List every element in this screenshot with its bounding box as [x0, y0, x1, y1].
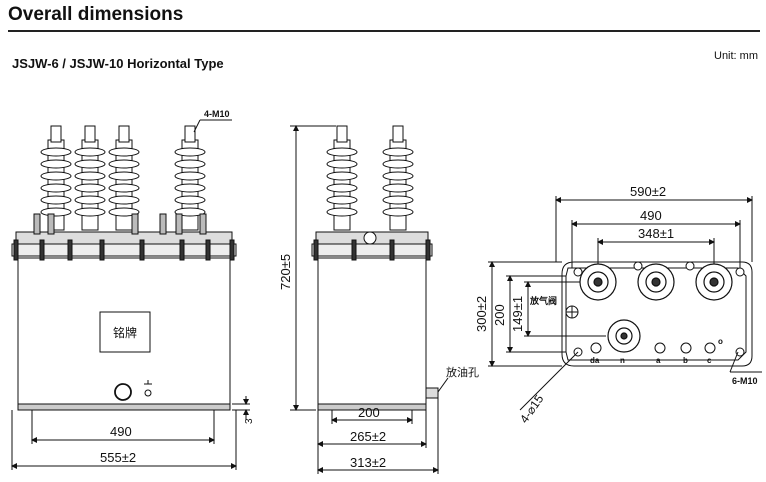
nameplate-label: 铭牌 [113, 325, 137, 340]
front-top-flange [11, 243, 237, 257]
dim-720: 720±5 [278, 254, 293, 290]
side-tank-body [317, 257, 427, 407]
dim-490-top: 490 [640, 208, 662, 223]
nameplate-box [99, 311, 151, 353]
drain-hole-label: 放油孔 [446, 365, 479, 379]
terminal-a: a [656, 356, 661, 365]
dim-313: 313±2 [350, 455, 386, 470]
bolts-label: 6-M10 [732, 376, 758, 386]
dim-490-front: 490 [110, 424, 132, 439]
front-view [11, 119, 250, 470]
dim-3: 3 [244, 418, 255, 424]
page-title: Overall dimensions [8, 4, 184, 25]
dim-300: 300±2 [474, 296, 489, 332]
terminal-b: b [683, 356, 688, 365]
unit-label: Unit: mm [714, 50, 758, 62]
dim-590: 590±2 [630, 184, 666, 199]
callout-4-m10: 4-M10 [204, 109, 230, 119]
front-insulators [40, 125, 206, 231]
terminal-o: o [718, 337, 723, 346]
page-subtitle: JSJW-6 / JSJW-10 Horizontal Type [12, 56, 224, 71]
title-rule [8, 30, 760, 32]
terminal-da: da [590, 356, 600, 365]
terminal-labels: da n a b c o [590, 337, 723, 365]
front-drain-circle [114, 383, 132, 401]
top-bushings [579, 263, 733, 353]
front-base-plate [17, 403, 231, 411]
top-view [488, 196, 762, 411]
dim-200-side: 200 [358, 405, 380, 420]
terminal-n: n [620, 356, 625, 365]
dim-348: 348±1 [638, 226, 674, 241]
dim-149: 149±1 [510, 296, 525, 332]
vent-valve-label: 放气阀 [529, 295, 557, 306]
dim-555: 555±2 [100, 450, 136, 465]
dim-200-top: 200 [492, 304, 507, 326]
dim-265: 265±2 [350, 429, 386, 444]
side-view [290, 125, 449, 474]
terminal-c: c [707, 356, 712, 365]
